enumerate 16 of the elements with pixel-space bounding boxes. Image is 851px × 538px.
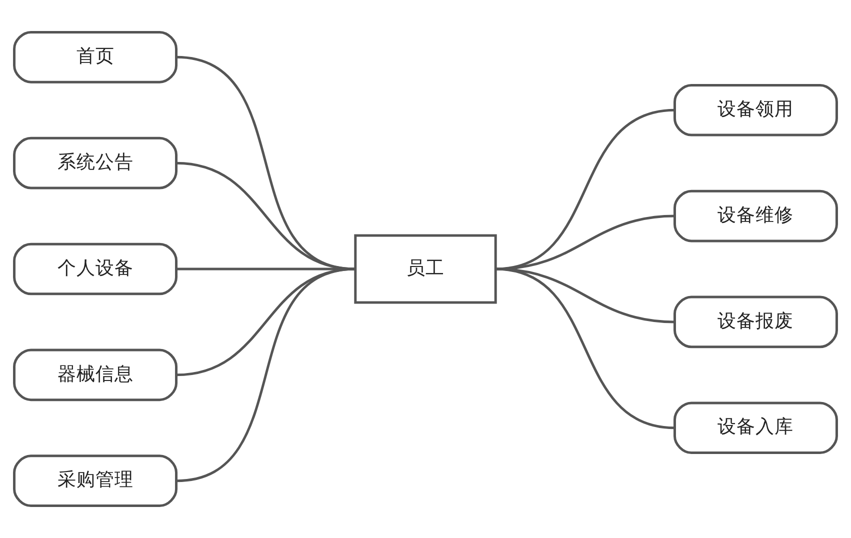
node-box: 个人设备	[13, 242, 178, 296]
node-box: 设备维修	[673, 190, 838, 242]
node-box: 首页	[13, 30, 178, 84]
connector	[495, 108, 675, 270]
connector	[496, 214, 675, 270]
node-box: 器械信息	[13, 348, 178, 402]
node-box: 设备入库	[673, 402, 838, 454]
node-box: 设备领用	[673, 84, 838, 136]
node-box: 采购管理	[13, 454, 178, 508]
node-box: 设备报废	[673, 296, 838, 348]
connector	[176, 56, 356, 270]
node-box: 系统公告	[13, 136, 178, 190]
connector	[176, 268, 356, 482]
node-box: 员工	[354, 234, 497, 304]
connector	[495, 268, 675, 430]
connector	[176, 162, 356, 270]
